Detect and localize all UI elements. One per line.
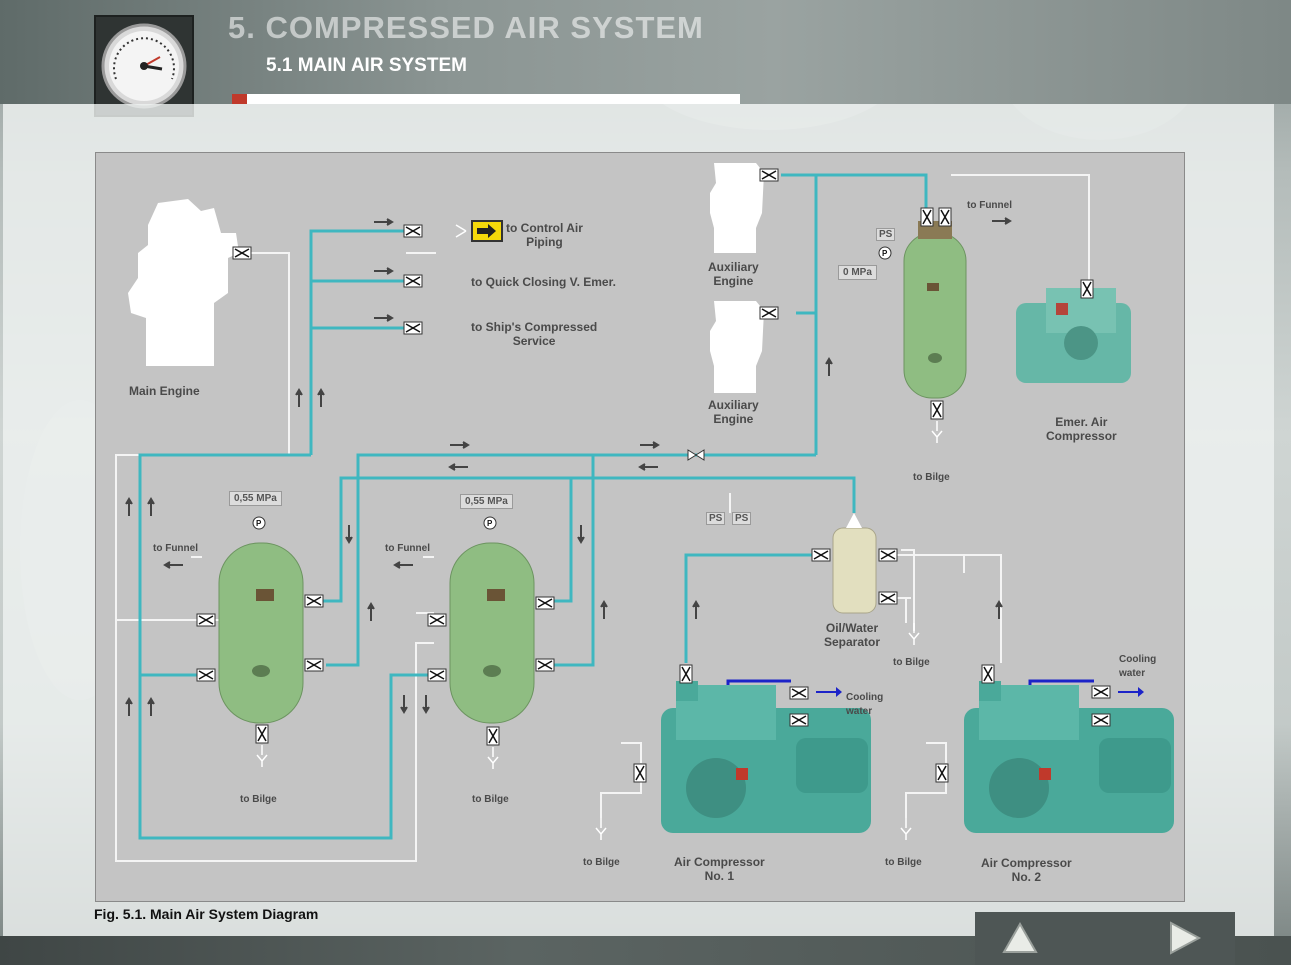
pressure-gauge-image <box>94 15 194 117</box>
to-bilge-rec1-label: to Bilge <box>240 794 277 805</box>
navigation-panel <box>975 912 1235 965</box>
control-air-label: to Control Air Piping <box>506 221 583 249</box>
pressure-switch-2: PS <box>732 512 752 525</box>
aux-engine-2-label: Auxiliary Engine <box>708 398 759 426</box>
ships-service-label: to Ship's Compressed Service <box>471 320 598 348</box>
to-bilge-emer-label: to Bilge <box>913 472 950 483</box>
to-bilge-comp2-label: to Bilge <box>885 857 922 868</box>
header-band <box>0 0 1291 104</box>
to-funnel-rec1-label: to Funnel <box>153 543 198 554</box>
oil-water-separator-shape <box>832 513 877 614</box>
pressure-readout-emer: 0 MPa <box>838 265 877 280</box>
receiver-1-shape <box>218 542 304 724</box>
cooling-water-2-label: Cooling water <box>1119 654 1157 679</box>
quick-closing-label: to Quick Closing V. Emer. <box>471 275 616 289</box>
main-engine-label: Main Engine <box>129 384 200 398</box>
page-title: 5. COMPRESSED AIR SYSTEM <box>228 10 704 45</box>
main-engine-shape <box>128 199 239 366</box>
to-funnel-emer-label: to Funnel <box>967 200 1012 211</box>
pressure-readout-rec1: 0,55 MPa <box>229 491 282 506</box>
emer-compressor-shape <box>1016 288 1131 383</box>
triangle-up-icon[interactable] <box>1001 920 1039 956</box>
air-compressor-1-label: Air Compressor No. 1 <box>674 855 765 883</box>
to-funnel-rec2-label: to Funnel <box>385 543 430 554</box>
air-compressor-2-shape <box>964 681 1174 833</box>
main-air-system-diagram: P P P Main Engine Auxiliary Engine Auxilia… <box>95 152 1185 902</box>
to-bilge-comp1-label: to Bilge <box>583 857 620 868</box>
diagram-drawing: P P P <box>115 163 1174 862</box>
cooling-water-1-label: Cooling water <box>846 692 884 717</box>
figure-caption: Fig. 5.1. Main Air System Diagram <box>94 906 319 922</box>
to-bilge-separator-label: to Bilge <box>893 657 930 668</box>
svg-text:P: P <box>487 519 493 528</box>
progress-fill <box>232 94 248 104</box>
pressure-switch-1: PS <box>706 512 726 525</box>
pressure-readout-rec2: 0,55 MPa <box>460 494 513 509</box>
emer-compressor-label: Emer. Air Compressor <box>1046 415 1117 443</box>
svg-text:P: P <box>256 519 262 528</box>
section-subtitle: 5.1 MAIN AIR SYSTEM <box>266 55 467 76</box>
progress-bar <box>232 94 740 104</box>
air-compressor-1-shape <box>661 681 871 833</box>
triangle-right-icon[interactable] <box>1165 920 1203 956</box>
pressure-switch-emer: PS <box>876 228 896 241</box>
to-bilge-rec2-label: to Bilge <box>472 794 509 805</box>
oil-water-separator-label: Oil/Water Separator <box>824 621 881 649</box>
air-compressor-2-label: Air Compressor No. 2 <box>981 856 1072 884</box>
svg-text:P: P <box>882 249 888 258</box>
aux-engine-1-label: Auxiliary Engine <box>708 260 759 288</box>
receiver-2-shape <box>449 542 535 724</box>
